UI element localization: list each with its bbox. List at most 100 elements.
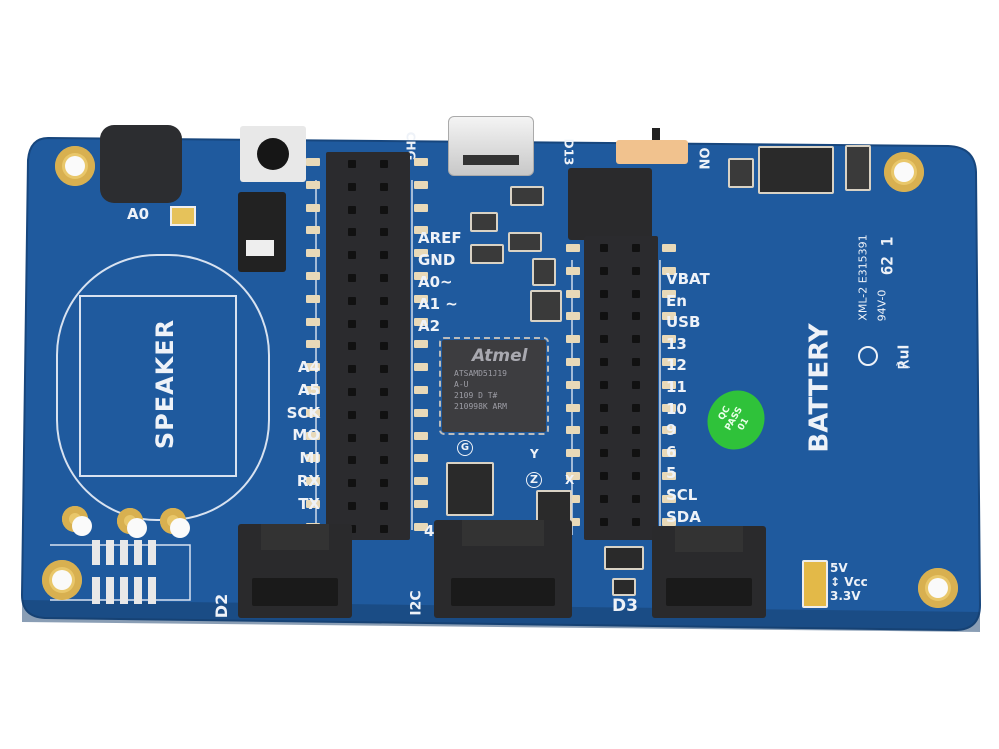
header-pin-hole [348,456,356,465]
solder-pad [306,386,320,394]
d3-connector[interactable] [652,526,766,618]
pin-label: AREF [418,229,462,247]
ground-label: G [457,440,473,456]
pin-label: TX [298,494,320,513]
pin-header-right[interactable] [584,236,658,540]
component [845,145,871,191]
header-pin-hole [348,342,356,351]
solder-pad [662,494,676,503]
pad-gap [92,565,158,577]
solder-pad [566,358,580,366]
speaker-pad [62,506,92,536]
header-pin-hole [600,517,608,526]
solder-pad [306,431,320,440]
header-pin-hole [380,274,388,282]
recycle-symbol-icon [858,346,878,366]
axis-z-label: Z [526,472,542,488]
solder-pad [414,340,428,349]
solder-pad [306,317,320,326]
header-pin-hole [600,244,608,252]
power-switch[interactable] [616,128,688,164]
header-pin-hole [348,433,356,442]
header-pin-hole [348,479,356,488]
solder-pad [306,226,320,235]
header-pin-hole [600,380,608,389]
i2c-label: I2C [408,590,425,616]
solder-pad [662,449,676,458]
header-pin-hole [380,182,388,191]
d2-connector[interactable] [238,524,352,618]
vcc-label: ↕ Vcc [830,575,868,589]
header-pin-hole [600,266,608,275]
pin-label: GND [418,251,456,269]
header-pin-hole [632,449,640,458]
solder-pad [566,472,580,480]
header-pin-hole [632,358,640,366]
solder-pad [306,158,320,166]
d2-label: D2 [212,593,232,619]
solder-pad [414,294,428,303]
ul-mark: ℟ul [896,344,913,370]
pin-header-left[interactable] [326,152,410,540]
usb-port[interactable] [448,116,534,176]
solder-pad [566,403,580,412]
header-pin-hole [380,342,388,351]
solder-pad [566,426,580,435]
header-pin-hole [380,388,388,396]
header-pin-hole [600,494,608,503]
pin-label: VBAT [666,270,710,288]
header-pin-hole [348,502,356,510]
solder-pad [662,517,676,526]
voltage-jumper[interactable] [802,560,828,608]
reset-button[interactable] [240,126,306,182]
solder-pad [662,403,676,412]
mounting-hole [884,152,924,192]
component [508,232,542,252]
pin-label: A0~ [418,273,453,291]
rating-label: 94V-0 [875,289,889,322]
header-pin-hole [348,365,356,374]
solder-jumper [170,206,196,226]
solder-pad [566,449,580,458]
solder-pad [662,335,676,344]
header-pin-hole [600,358,608,366]
solder-pad [662,358,676,366]
mounting-hole [55,146,95,186]
header-pin-hole [348,319,356,328]
header-pin-hole [600,335,608,344]
solder-pad [414,272,428,280]
pin-label: USB [666,313,701,332]
header-pin-hole [632,266,640,275]
pin-label: SDA [666,507,701,526]
header-pin-hole [632,472,640,480]
pin-label: 12 [666,356,687,375]
solder-pad [662,380,676,389]
chip-line: ATSAMD51J19 [454,369,507,378]
header-pin-hole [348,410,356,419]
header-pin-hole [348,274,356,282]
solder-pad [306,500,320,508]
pin-label: SCK [286,403,320,422]
microcontroller-chip: Atmel ATSAMD51J19 A-U 2109 D T# 210998K … [439,337,549,435]
battery-label: BATTERY [804,323,835,453]
solder-pad [414,317,428,326]
header-pin-hole [348,296,356,305]
header-pin-hole [348,182,356,191]
solder-pad [566,380,580,389]
header-pin-hole [380,296,388,305]
pin-label: A2 [418,317,441,335]
d3-label: D3 [612,596,638,616]
a0-label: A0 [127,205,150,223]
solder-pad [414,454,428,463]
battery-connector[interactable] [568,168,652,240]
solder-pad [414,477,428,486]
on-label: ON [695,147,711,170]
i2c-connector[interactable] [434,520,572,618]
solder-pad [306,203,320,212]
header-pin-hole [348,160,356,168]
pin-label: 10 [666,399,687,418]
pin-label: 11 [666,378,687,396]
solder-pad [414,431,428,440]
header-pin-hole [380,433,388,442]
solder-pad [306,249,320,258]
